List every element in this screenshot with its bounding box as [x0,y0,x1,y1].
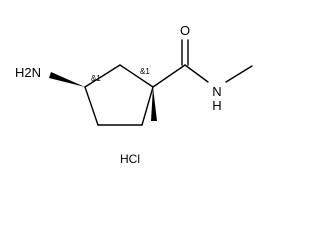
oxygen-label: O [180,23,190,38]
stereo-label-c1: &1 [140,67,150,76]
molecule-structure: H2N O N H &1 &1 HCl [15,23,253,166]
bond-carbonyl-nitrogen [184,64,209,83]
amide-hydrogen-label: H [212,98,221,113]
stereo-label-c3: &1 [91,74,101,83]
amide-nitrogen-label: N [212,84,221,99]
bond-nitrogen-methyl [225,65,253,83]
bond-c5-c1 [141,86,154,126]
bond-c3-c4 [84,86,99,126]
bond-c1-carbonyl [152,64,186,88]
bond-c2-c3 [84,64,121,88]
bond-c1-c2 [119,64,154,88]
amine-label: H2N [15,65,41,80]
wedge-bond-c1-methyl [151,87,157,121]
wedge-bond-c3-amine [49,72,85,87]
salt-label: HCl [120,152,140,166]
